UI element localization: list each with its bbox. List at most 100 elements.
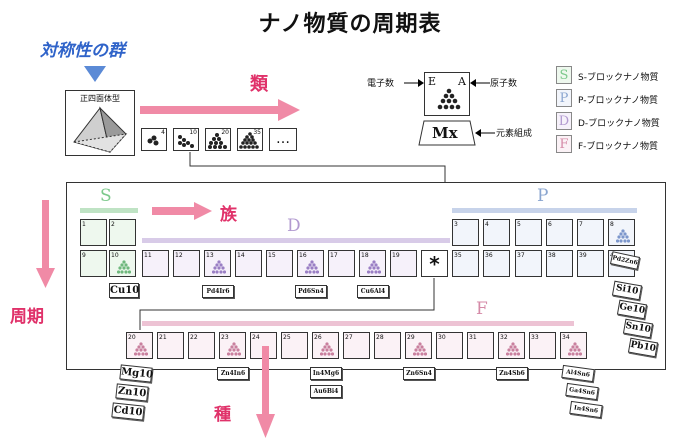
element-cell[interactable]: 15	[266, 250, 293, 277]
s-block-bar	[80, 208, 138, 213]
shuuki-arrow-icon	[36, 200, 55, 288]
tetrahedron-box: 正四面体型	[65, 90, 135, 156]
compound-label: Zn10	[115, 383, 149, 402]
cluster-icon	[413, 342, 427, 356]
page-title: ナノ物質の周期表	[258, 12, 442, 37]
cluster-icon	[227, 342, 241, 356]
element-cell[interactable]: 5	[515, 219, 542, 246]
electron-count-label: 電子数	[367, 79, 395, 89]
legend-d-square: D	[556, 112, 572, 130]
compound-label: Cu6Al4	[357, 285, 389, 298]
element-cell[interactable]: 20	[126, 332, 153, 359]
cluster-icon	[616, 229, 630, 243]
periodic-table-frame	[66, 182, 666, 370]
element-cell[interactable]: 28	[374, 332, 401, 359]
element-cell[interactable]: 38	[546, 250, 573, 277]
element-cell[interactable]: 9	[80, 250, 107, 277]
lanthanide-star-cell[interactable]: *	[421, 250, 448, 277]
cluster-box-20: 20	[205, 128, 231, 151]
shu-arrow-icon	[256, 346, 275, 438]
f-block-label: F	[476, 299, 488, 319]
cluster-icon	[134, 342, 148, 356]
rui-arrow-icon	[140, 99, 300, 121]
element-cell[interactable]: 19	[390, 250, 417, 277]
composition-label: 元素組成	[496, 129, 533, 139]
element-cell[interactable]: 25	[281, 332, 308, 359]
element-cell[interactable]: 2	[109, 219, 136, 246]
element-number: 29	[407, 334, 415, 341]
element-cell[interactable]: 11	[142, 250, 169, 277]
cluster-box-10: 10	[173, 128, 199, 151]
composition-symbol: Mx	[432, 124, 458, 142]
element-cell[interactable]: 7	[577, 219, 604, 246]
element-cell[interactable]: 39	[577, 250, 604, 277]
p-block-label: P	[537, 186, 549, 206]
zoku-arrow-icon	[152, 202, 212, 220]
element-cell[interactable]: 22	[188, 332, 215, 359]
element-cell[interactable]: 4	[483, 219, 510, 246]
d-block-label: D	[287, 216, 301, 236]
cluster-box-more: …	[269, 128, 297, 151]
element-cell[interactable]: 6	[546, 219, 573, 246]
element-cell[interactable]: 37	[515, 250, 542, 277]
element-number: 34	[562, 334, 570, 341]
element-cell[interactable]: 12	[173, 250, 200, 277]
s-block-label: S	[100, 186, 112, 206]
legend-s-text: S-ブロックナノ物質	[578, 73, 659, 83]
element-cell[interactable]: 35	[452, 250, 479, 277]
element-number: 10	[111, 252, 119, 259]
element-cell[interactable]: 30	[436, 332, 463, 359]
cluster-icon	[506, 342, 520, 356]
element-cell[interactable]: 14	[235, 250, 262, 277]
cluster-icon	[305, 260, 319, 274]
left-arrow-icon	[475, 129, 495, 137]
compound-label: Pd6Sn4	[295, 285, 327, 298]
f-block-bar	[142, 321, 574, 326]
d-block-bar	[142, 238, 450, 243]
element-cell[interactable]: 23	[219, 332, 246, 359]
element-cell[interactable]: 33	[529, 332, 556, 359]
legend-s-square: S	[556, 66, 572, 84]
element-cell[interactable]: 21	[157, 332, 184, 359]
tetrahedron-icon	[73, 106, 128, 154]
element-cell[interactable]: 26	[312, 332, 339, 359]
element-number: 18	[361, 252, 369, 259]
right-arrow-icon	[404, 79, 424, 87]
element-cell[interactable]: 10	[109, 250, 136, 277]
compound-label: In4Mg6	[310, 367, 342, 380]
cluster-box-35: 35	[237, 128, 263, 151]
legend: S S-ブロックナノ物質 P P-ブロックナノ物質 D D-ブロックナノ物質 F…	[552, 64, 692, 159]
element-number: 20	[128, 334, 136, 341]
cluster-icon	[367, 260, 381, 274]
element-cell[interactable]: 13	[204, 250, 231, 277]
cluster-icon	[568, 342, 582, 356]
element-cell[interactable]: 8	[608, 219, 635, 246]
element-cell[interactable]: 36	[483, 250, 510, 277]
p-block-bar	[452, 208, 637, 213]
cluster-icon	[320, 342, 334, 356]
element-number: 16	[299, 252, 307, 259]
element-cell[interactable]: 18	[359, 250, 386, 277]
element-number: 26	[314, 334, 322, 341]
element-cell[interactable]: 16	[297, 250, 324, 277]
zoku-label: 族	[220, 205, 237, 225]
element-cell[interactable]: 3	[452, 219, 479, 246]
element-cell[interactable]: 32	[498, 332, 525, 359]
legend-f-square: F	[556, 135, 572, 153]
element-cell[interactable]: 27	[343, 332, 370, 359]
legend-p-square: P	[556, 89, 572, 107]
legend-f-text: F-ブロックナノ物質	[578, 142, 658, 152]
compound-label: Zn4In6	[217, 367, 249, 380]
element-cell[interactable]: 29	[405, 332, 432, 359]
element-cell[interactable]: 1	[80, 219, 107, 246]
compound-label: Cd10	[111, 402, 145, 421]
rui-label: 類	[250, 74, 268, 95]
element-number: 8	[610, 221, 614, 228]
element-number: 32	[500, 334, 508, 341]
element-cell[interactable]: 31	[467, 332, 494, 359]
cluster-box-4: 4	[141, 128, 167, 151]
element-cell[interactable]: 34	[560, 332, 587, 359]
element-cell[interactable]: 17	[328, 250, 355, 277]
